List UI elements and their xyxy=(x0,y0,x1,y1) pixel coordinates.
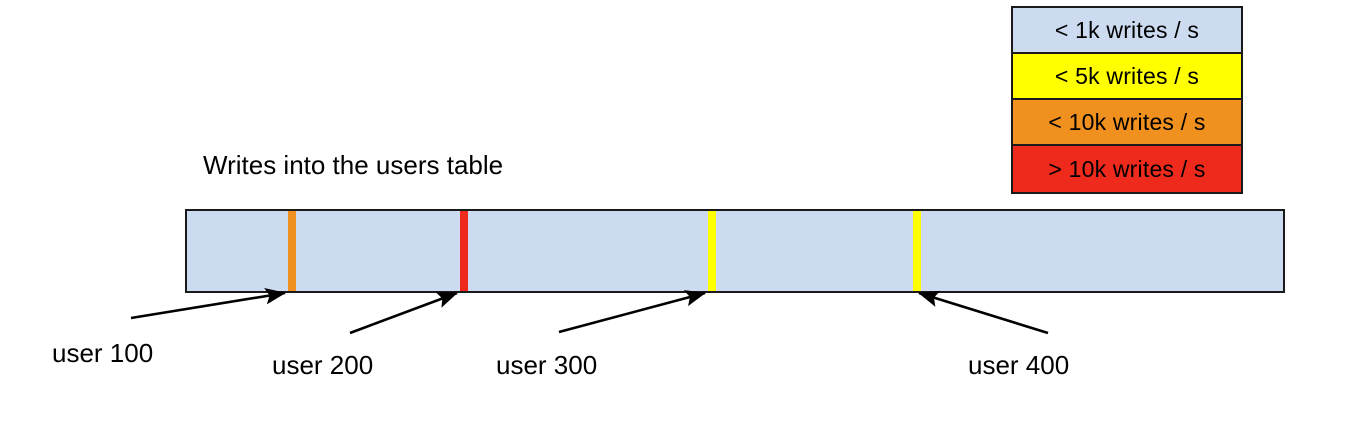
legend-row-under-1k: < 1k writes / s xyxy=(1013,8,1241,54)
arrow-user-200 xyxy=(349,291,458,335)
legend-row-under-5k: < 5k writes / s xyxy=(1013,54,1241,100)
legend: < 1k writes / s < 5k writes / s < 10k wr… xyxy=(1011,6,1243,194)
bar-fill xyxy=(187,211,1283,291)
label-user-300: user 300 xyxy=(496,350,598,380)
legend-row-over-10k: > 10k writes / s xyxy=(1013,146,1241,192)
arrow-user-300 xyxy=(558,290,707,334)
label-user-100: user 100 xyxy=(52,338,154,368)
label-user-400: user 400 xyxy=(968,350,1070,380)
chart-title: Writes into the users table xyxy=(203,150,504,180)
bar-marker-user-200 xyxy=(460,211,468,291)
arrow-user-400 xyxy=(918,290,1049,335)
legend-label-over-10k: > 10k writes / s xyxy=(1048,155,1206,182)
label-user-200: user 200 xyxy=(272,350,374,380)
bar-marker-user-300 xyxy=(708,211,716,291)
bar-marker-user-400 xyxy=(913,211,921,291)
legend-row-under-10k: < 10k writes / s xyxy=(1013,100,1241,146)
bar-marker-user-100 xyxy=(288,211,296,291)
users-table-bar xyxy=(185,209,1285,293)
arrow-user-100 xyxy=(130,287,287,320)
legend-label-under-1k: < 1k writes / s xyxy=(1054,16,1200,43)
legend-label-under-5k: < 5k writes / s xyxy=(1054,62,1200,89)
legend-label-under-10k: < 10k writes / s xyxy=(1048,108,1206,135)
